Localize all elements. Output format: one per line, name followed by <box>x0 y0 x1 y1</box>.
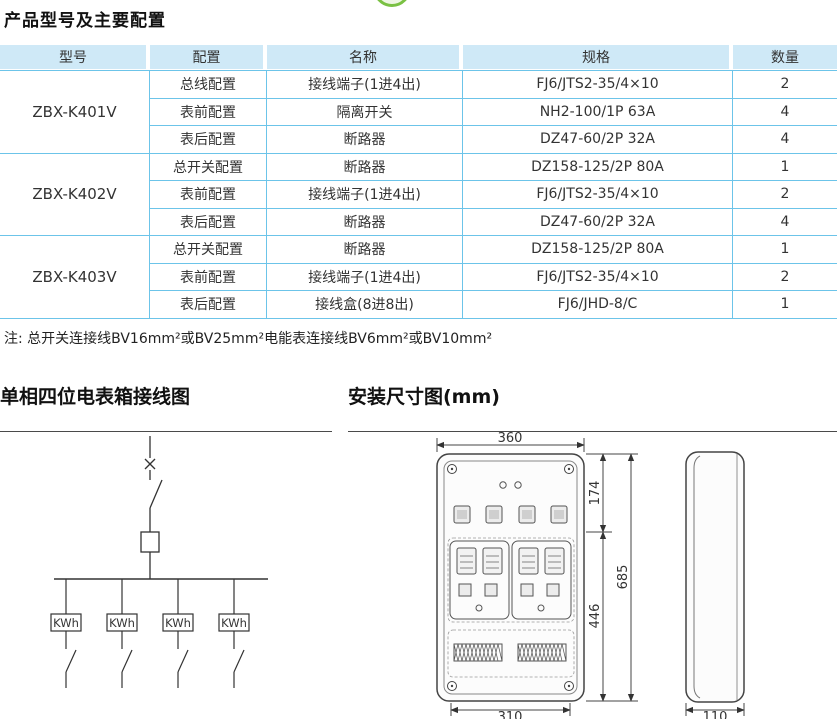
name-cell: 接线盒(8进8出) <box>267 291 463 319</box>
meter-box-side-view <box>685 450 745 703</box>
model-cell: ZBX-K403V <box>0 236 150 319</box>
dimension-lines <box>436 437 745 716</box>
spec-cell: FJ6/JTS2-35/4×10 <box>463 71 733 99</box>
spec-cell: DZ158-125/2P 80A <box>463 153 733 181</box>
model-cell: ZBX-K402V <box>0 153 150 236</box>
config-cell: 总线配置 <box>150 71 267 99</box>
config-cell: 表后配置 <box>150 208 267 236</box>
dim-label-width-bottom: 310 <box>498 710 523 719</box>
qty-cell: 1 <box>733 291 837 319</box>
spec-cell: FJ6/JTS2-35/4×10 <box>463 181 733 209</box>
config-cell: 表后配置 <box>150 291 267 319</box>
dim-label-width-top: 360 <box>498 432 523 446</box>
kwh-meter-label: KWh <box>165 616 191 630</box>
column-header-qty: 数量 <box>733 45 837 69</box>
name-cell: 断路器 <box>267 153 463 181</box>
config-cell: 表前配置 <box>150 181 267 209</box>
wiring-section-title: 单相四位电表箱接线图 <box>0 382 332 432</box>
column-header-config: 配置 <box>150 45 263 69</box>
note-text: 注: 总开关连接线BV16mm²或BV25mm²电能表连接线BV6mm²或BV1… <box>4 330 493 347</box>
dim-label-height-upper: 174 <box>588 480 603 505</box>
qty-cell: 1 <box>733 236 837 264</box>
name-cell: 接线端子(1进4出) <box>267 263 463 291</box>
kwh-meter-label: KWh <box>53 616 79 630</box>
dim-label-height-total: 685 <box>616 564 631 589</box>
name-cell: 断路器 <box>267 126 463 154</box>
kwh-meter-label: KWh <box>109 616 135 630</box>
spec-table-body: ZBX-K401V 总线配置 接线端子(1进4出) FJ6/JTS2-35/4×… <box>0 70 837 319</box>
dimensions-section-title: 安装尺寸图(mm) <box>348 382 837 432</box>
dimension-diagram: 360 174 446 685 310 110 <box>436 432 745 719</box>
config-cell: 表前配置 <box>150 98 267 126</box>
name-cell: 断路器 <box>267 208 463 236</box>
qty-cell: 2 <box>733 264 837 291</box>
meter-panels <box>449 540 572 619</box>
spec-cell: FJ6/JHD-8/C <box>463 291 733 319</box>
incoming-line-symbol <box>54 435 268 580</box>
spec-cell: FJ6/JTS2-35/4×10 <box>463 263 733 291</box>
wiring-section: 单相四位电表箱接线图 <box>0 382 332 719</box>
spec-table-header-row: 型号 配置 名称 规格 数量 <box>0 45 837 69</box>
qty-cell: 2 <box>733 181 837 209</box>
qty-cell: 4 <box>733 126 837 154</box>
spec-cell: DZ47-60/2P 32A <box>463 126 733 154</box>
spec-cell: DZ47-60/2P 32A <box>463 208 733 236</box>
top-window-row <box>453 505 568 523</box>
spec-table: 型号 配置 名称 规格 数量 ZBX-K401V 总线配置 接线端子(1进4出)… <box>0 45 837 319</box>
model-cell: ZBX-K401V <box>0 71 150 154</box>
name-cell: 接线端子(1进4出) <box>267 71 463 99</box>
config-cell: 表前配置 <box>150 263 267 291</box>
meter-branches <box>50 578 250 688</box>
config-cell: 表后配置 <box>150 126 267 154</box>
dimensions-section: 安装尺寸图(mm) <box>348 382 837 719</box>
config-cell: 总开关配置 <box>150 236 267 264</box>
spec-cell: NH2-100/1P 63A <box>463 98 733 126</box>
name-cell: 接线端子(1进4出) <box>267 181 463 209</box>
dim-label-height-lower: 446 <box>588 603 603 628</box>
qty-cell: 4 <box>733 209 837 236</box>
config-cell: 总开关配置 <box>150 153 267 181</box>
meter-box-front-view <box>436 452 585 702</box>
wiring-diagram: KWh KWh KWh KWh <box>50 435 268 688</box>
diagram-area: 单相四位电表箱接线图 <box>0 382 837 719</box>
page-title: 产品型号及主要配置 <box>4 11 166 31</box>
column-header-model: 型号 <box>0 45 146 69</box>
name-cell: 断路器 <box>267 236 463 264</box>
qty-cell: 4 <box>733 99 837 126</box>
column-header-name: 名称 <box>267 45 459 69</box>
spec-cell: DZ158-125/2P 80A <box>463 236 733 264</box>
qty-cell: 2 <box>733 71 837 99</box>
qty-cell: 1 <box>733 154 837 181</box>
column-header-spec: 规格 <box>463 45 729 69</box>
dim-label-depth: 110 <box>703 710 728 719</box>
terminal-strips <box>453 643 567 661</box>
name-cell: 隔离开关 <box>267 98 463 126</box>
kwh-meter-label: KWh <box>221 616 247 630</box>
